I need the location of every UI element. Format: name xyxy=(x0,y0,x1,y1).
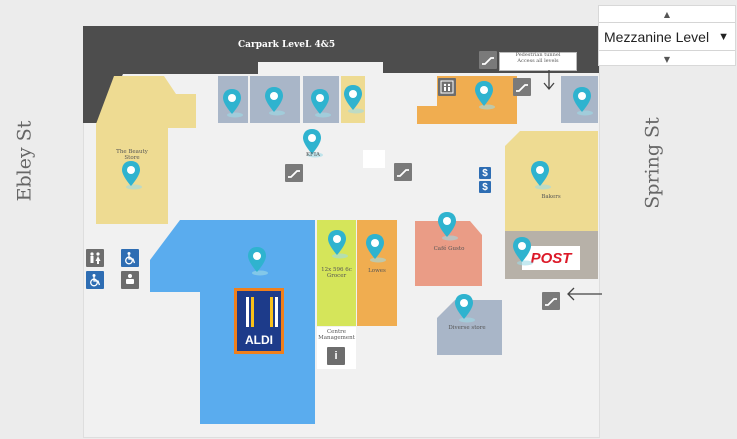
info-icon[interactable]: i xyxy=(327,347,345,365)
carpark-label: Carpark LeveL 4&5 xyxy=(238,40,336,50)
store-aldi[interactable] xyxy=(150,220,316,425)
parents-room-icon[interactable] xyxy=(121,271,139,289)
map-pin-icon[interactable] xyxy=(309,88,331,118)
level-down-button[interactable]: ▼ xyxy=(599,51,735,67)
map-pin-icon[interactable] xyxy=(364,233,386,263)
map-pin-icon[interactable] xyxy=(453,293,475,323)
escalator-icon[interactable] xyxy=(394,163,412,181)
level-selector[interactable]: ▲ Mezzanine Level ▼ ▼ xyxy=(598,5,736,66)
map-pin-icon[interactable] xyxy=(529,160,551,190)
label-twelve-96: 12x 596 6c Grocer xyxy=(321,267,352,280)
store-orange-north[interactable] xyxy=(417,76,517,126)
map-pin-icon[interactable] xyxy=(342,84,364,114)
arrow-icon xyxy=(543,70,555,91)
escalator-icon[interactable] xyxy=(513,78,531,96)
accessible-icon[interactable] xyxy=(121,249,139,267)
map-pin-icon[interactable] xyxy=(326,229,348,259)
accessible-toilet-icon[interactable] xyxy=(86,271,104,289)
kiosk xyxy=(363,150,385,168)
store-salmon[interactable] xyxy=(415,221,483,287)
map-pin-icon[interactable] xyxy=(436,211,458,241)
label-centre-management: Centre Management xyxy=(318,329,355,342)
legend-line-1: Pedestrian tunnel xyxy=(515,52,561,58)
post-logo: POST xyxy=(522,246,580,270)
label-cafe-gusto: Café Gusto xyxy=(433,246,465,252)
elevator-icon[interactable] xyxy=(438,78,456,96)
chevron-up-icon: ▲ xyxy=(663,9,671,19)
map-pin-icon[interactable] xyxy=(263,86,285,116)
legend-line-2: Access all levels xyxy=(517,57,559,64)
chevron-down-icon: ▼ xyxy=(663,54,671,64)
map-pin-icon[interactable] xyxy=(221,88,243,118)
aldi-logo: ALDI xyxy=(234,288,284,354)
map-pin-icon[interactable] xyxy=(246,246,268,276)
atm-icon[interactable]: $ xyxy=(479,167,491,179)
level-up-button[interactable]: ▲ xyxy=(599,6,735,22)
street-ebley-st: Ebley St xyxy=(13,120,36,202)
escalator-icon[interactable] xyxy=(479,51,497,69)
store-the-beauty-store[interactable] xyxy=(96,76,198,226)
store-diverse[interactable] xyxy=(437,300,503,356)
post-logo-text: POST xyxy=(530,249,572,267)
level-dropdown[interactable]: Mezzanine Level ▼ xyxy=(599,22,735,51)
tunnel-legend: Pedestrian tunnel Access all levels xyxy=(499,52,577,71)
map-pin-icon[interactable] xyxy=(120,160,142,190)
label-lowes: Lowes xyxy=(368,268,386,274)
carpark-area xyxy=(83,26,599,123)
escalator-icon[interactable] xyxy=(285,164,303,182)
atm-icon[interactable]: $ xyxy=(479,181,491,193)
escalator-icon[interactable] xyxy=(542,292,560,310)
label-kfia: KFIA xyxy=(305,152,321,158)
street-spring-st: Spring St xyxy=(641,117,664,209)
label-diverse-store: Diverse store xyxy=(448,325,486,331)
label-the-beauty-store: The Beauty Store xyxy=(116,149,148,162)
aldi-logo-text: ALDI xyxy=(245,333,273,347)
toilet-icon[interactable] xyxy=(86,249,104,267)
chevron-down-icon: ▼ xyxy=(718,30,729,43)
label-bakers: Bakers xyxy=(541,194,561,200)
map-pin-icon[interactable] xyxy=(511,236,533,266)
level-dropdown-value: Mezzanine Level xyxy=(604,28,710,45)
store-bakers[interactable] xyxy=(505,131,599,232)
map-pin-icon[interactable] xyxy=(571,86,593,116)
arrow-icon xyxy=(567,287,602,301)
map-pin-icon[interactable] xyxy=(473,80,495,110)
